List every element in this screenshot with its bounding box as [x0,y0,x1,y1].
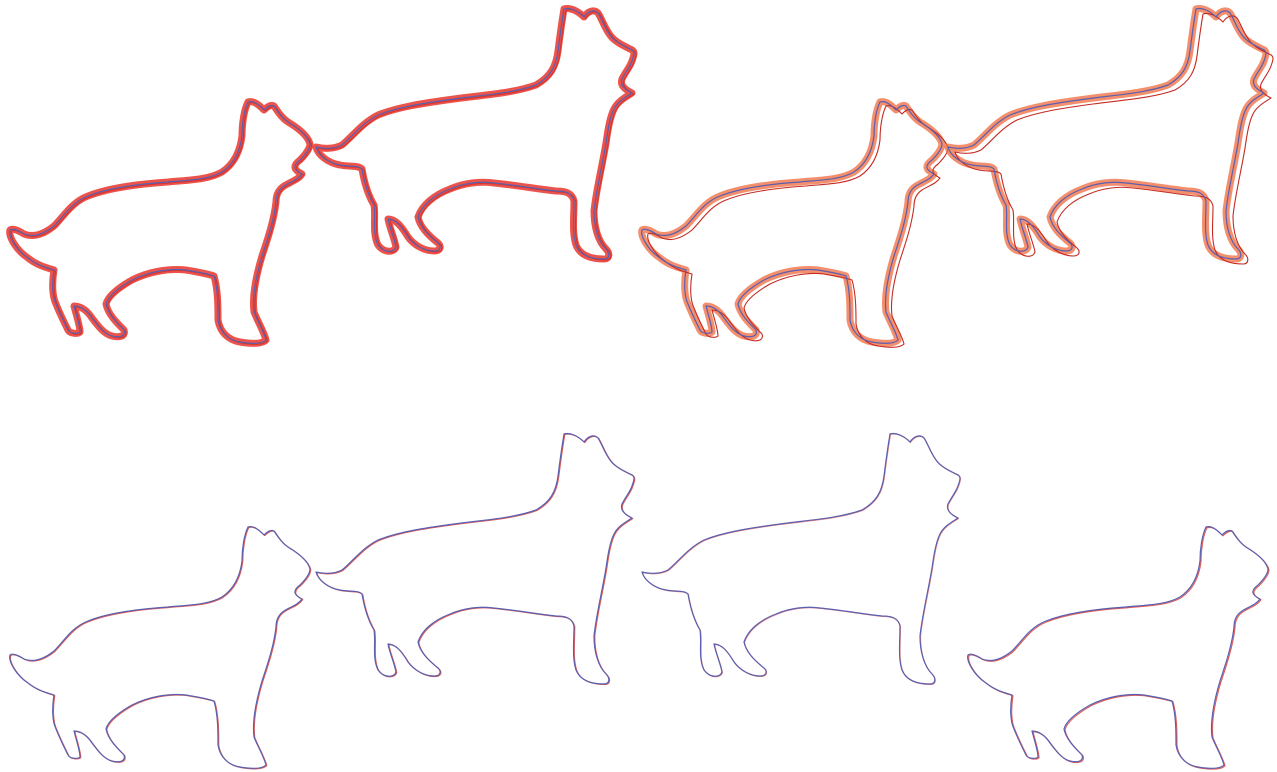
pair-4 [642,433,1269,769]
bottom-row [10,433,1269,769]
top-row [10,8,1273,347]
shape-dog-6 [316,433,635,684]
shape-dog-4 [948,8,1273,264]
pair-1 [10,8,636,344]
shape-dog-1 [10,102,312,345]
pair-3 [10,433,635,768]
shape-dog-2 [316,8,636,260]
shape-dog-7 [642,433,961,684]
shape-dog-5 [10,527,311,769]
pair-2 [642,8,1273,347]
shape-dog-3 [642,102,948,348]
shape-dog-8 [968,527,1269,770]
